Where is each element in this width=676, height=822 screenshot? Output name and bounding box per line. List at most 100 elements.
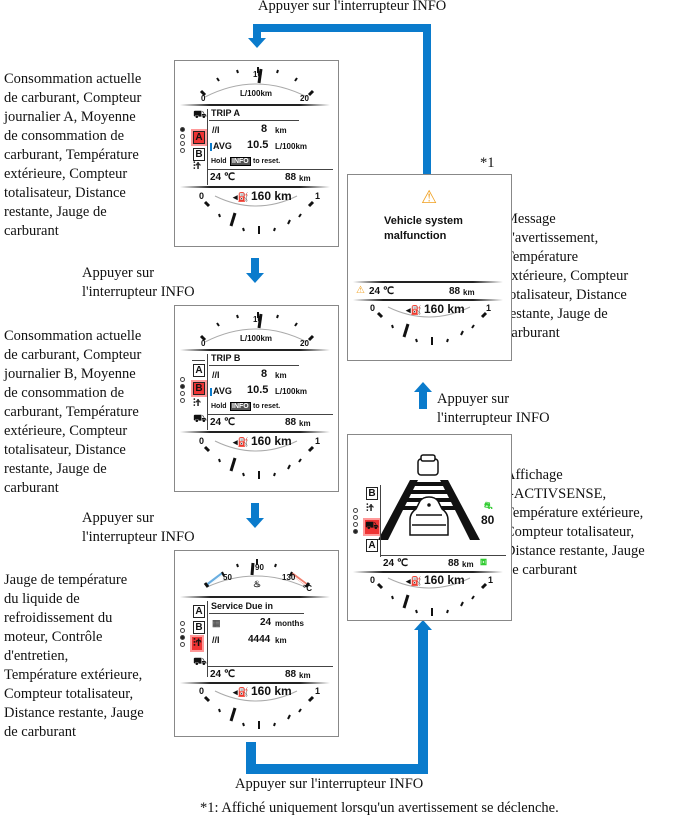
trip-distance-icon: //I [212,370,220,380]
coolant-mid-label: 90 [255,563,264,572]
divider [180,596,330,598]
footnote-marker: *1 [480,155,495,171]
avg-value: 10.5 [247,139,269,151]
coolant-low-label: 50 [223,573,232,582]
avg-marker [210,143,212,151]
service-km-value: 4444 [248,634,271,645]
warning-message-line1: Vehicle system [384,215,463,227]
trip-distance-icon: //I [212,125,220,135]
gauge-max-label: 20 [300,339,309,348]
fuel-pump-icon: ◂⛽ [233,687,249,697]
divider [209,120,299,121]
divider [209,365,299,366]
divider [180,349,330,351]
fuel-gauge-min: 0 [370,575,376,585]
service-tab-icon: ⫶Ϯ [193,398,201,409]
gauge-min-label: 0 [201,339,206,348]
fuel-gauge-min: 0 [199,436,205,446]
range-value: 160 km [251,189,292,203]
gauge-unit-label: L/100km [240,334,273,343]
fuel-consumption-gauge [199,67,315,98]
activsense-tab-icon: ⛟ [193,656,207,668]
warning-message-line2: malfunction [384,230,447,242]
odometer-value: 88 [285,669,297,680]
tab-trip-a: A [193,364,205,377]
service-tab-icon: ⫶Ϯ [366,503,374,514]
page-indicator [353,508,358,536]
arrow-label-4: Appuyer sur l'interrupteur INFO [437,391,550,426]
page-indicator [180,621,185,649]
flow-arrow-top-horizontal [253,24,431,32]
fuel-gauge-max: 1 [488,575,494,585]
outside-temp: 24 ℃ [210,669,236,680]
flow-arrow-bottom-horizontal [246,764,428,774]
description-service: Jauge de température du liquide de refro… [4,572,144,740]
odometer-unit: km [299,174,311,183]
divider [180,186,330,188]
odometer-value: 88 [449,286,461,297]
page-indicator [180,127,185,155]
flow-arrow-bottom-left-vertical [246,742,256,774]
info-key-badge: INFO [230,157,251,166]
fuel-gauge-max: 1 [315,191,321,201]
display-panel-trip-b: 0 10 20 L/100km A B ⫶Ϯ ⛟ TRIP B //I 8 km… [174,305,339,492]
coolant-high-label: 130 [282,573,296,582]
arrow-label-1: Appuyer sur l'interrupteur INFO [82,265,195,300]
tab-trip-b: B [193,382,205,395]
trip-distance-unit: km [275,126,287,135]
info-key-badge: INFO [230,402,251,411]
arrow-head-up [414,620,432,630]
service-tab-icon: ⫶Ϯ [192,637,203,650]
flow-arrow-1-shaft [251,258,259,274]
fuel-consumption-gauge [199,312,315,343]
flow-arrow-4-shaft [419,392,427,409]
flow-arrow-top-left-vertical [253,24,261,38]
tab-divider [380,485,381,557]
trip-distance-unit: km [275,371,287,380]
outside-temp: 24 ℃ [210,417,236,428]
flow-arrow-top-right-vertical [423,24,431,174]
service-months-unit: months [275,619,304,628]
avg-unit: L/100km [275,387,308,396]
fuel-gauge [203,440,315,479]
avg-label: AVG [213,386,232,396]
service-months-value: 24 [260,617,272,628]
coolant-unit-label: °C [303,584,312,593]
fuel-gauge [376,577,488,616]
flow-arrow-bottom-right-vertical [418,628,428,774]
fuel-gauge-max: 1 [315,436,321,446]
service-km-unit: km [275,636,287,645]
divider [353,281,503,283]
warning-small-icon: ⚠ [356,285,365,296]
lane-assist-graphic [378,454,480,540]
fuel-gauge-max: 1 [315,686,321,696]
trip-distance-value: 8 [261,123,268,135]
coolant-temperature-gauge [203,559,311,588]
divider [192,360,205,361]
avg-label: AVG [213,141,232,151]
gauge-unit-label: L/100km [240,89,273,98]
lane-keep-icon: ⧈ [480,556,487,568]
avg-marker [210,388,212,396]
odometer-value: 88 [285,172,297,183]
odometer-unit: km [463,288,475,297]
tab-trip-a: A [193,131,205,144]
description-activsense: Affichage i-ACTIVSENSE, Température exté… [505,467,645,578]
fuel-pump-icon: ◂⛽ [406,305,422,315]
divider [180,431,330,433]
arrow-head-up [414,382,432,392]
description-warning: Message d'avertissement, Température ext… [505,211,629,341]
calendar-icon: ▦ [212,618,221,628]
range-value: 160 km [424,573,465,587]
odometer-value: 88 [285,417,297,428]
distance-assist-icon: ⛐ [484,501,493,512]
arrow-label-bottom: Appuyer sur l'interrupteur INFO [235,776,424,792]
divider [208,414,333,415]
odometer-unit: km [299,419,311,428]
description-trip-b: Consommation actuelle de carburant, Comp… [4,328,142,496]
tab-trip-a: A [193,605,205,618]
gauge-min-label: 0 [201,94,206,103]
page-indicator [180,377,185,405]
display-panel-activsense: ⛐ 80 B ⫶Ϯ ⛟ A 24 ℃ 88 km ⧈ 0 1 ◂⛽ 160 km [347,434,512,621]
range-value: 160 km [251,434,292,448]
